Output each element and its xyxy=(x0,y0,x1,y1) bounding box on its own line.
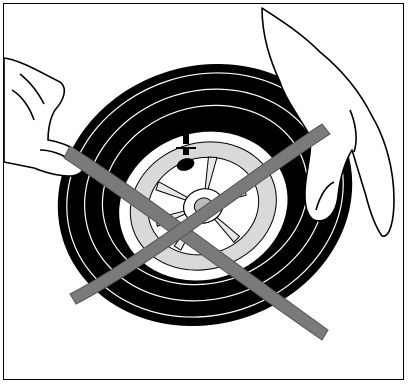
illustration-svg xyxy=(0,0,409,384)
illustration-frame xyxy=(0,0,409,384)
